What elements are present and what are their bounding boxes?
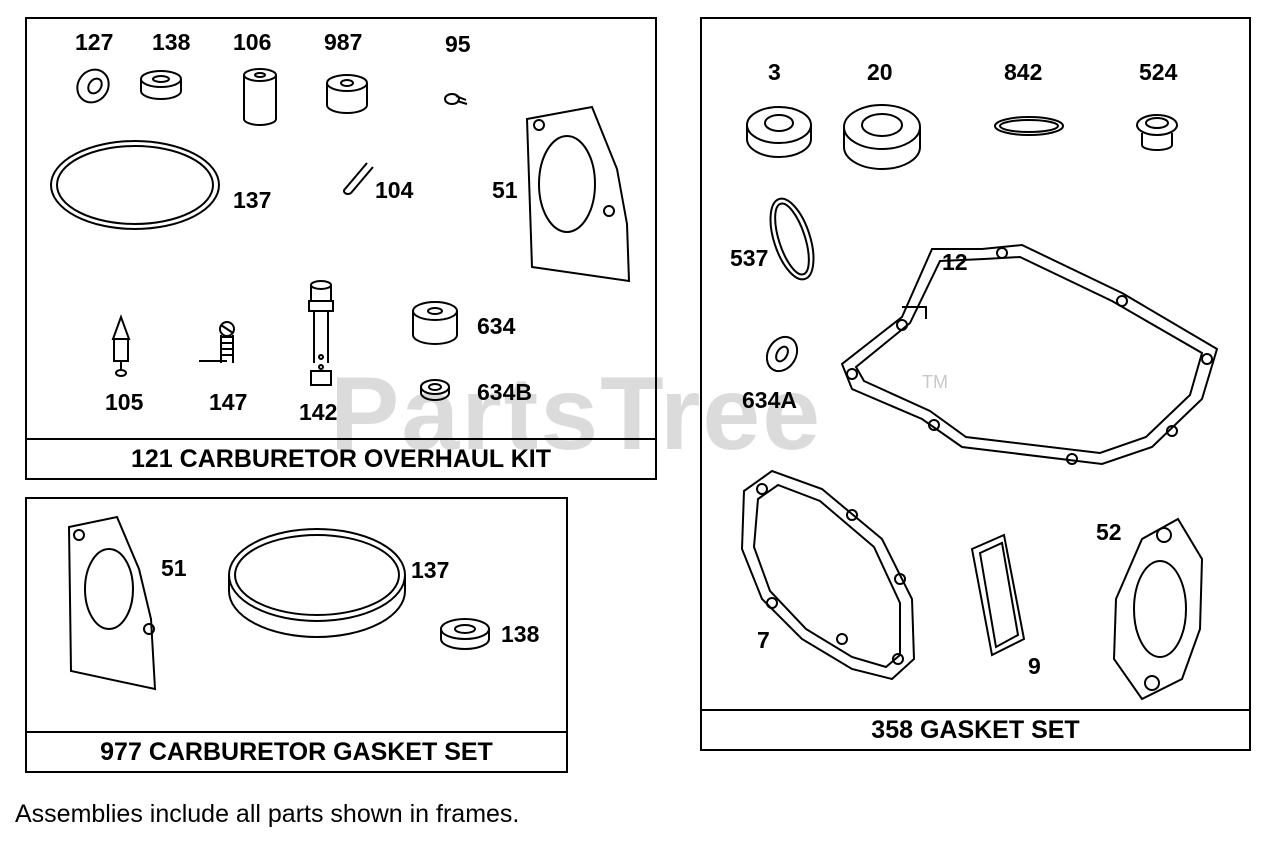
part-106-drawing — [243, 68, 277, 126]
label-537: 537 — [730, 245, 769, 271]
label-138-seal: 138 — [501, 621, 540, 647]
label-634b: 634B — [477, 379, 532, 405]
part-7-drawing — [740, 469, 916, 681]
part-137-ring-drawing — [228, 528, 406, 638]
label-12: 12 — [942, 249, 968, 275]
label-634: 634 — [477, 313, 516, 339]
carb-gasket-set-title: 977 CARBURETOR GASKET SET — [27, 731, 566, 771]
part-51-gasket-drawing — [67, 515, 157, 691]
label-95: 95 — [445, 31, 471, 57]
label-106: 106 — [233, 29, 272, 55]
part-12-drawing — [840, 243, 1219, 466]
label-137: 137 — [233, 187, 272, 213]
part-634a-drawing — [765, 335, 799, 373]
part-51-drawing — [525, 105, 631, 283]
label-142: 142 — [299, 399, 338, 425]
label-20: 20 — [867, 59, 893, 85]
gasket-set-title: 358 GASKET SET — [702, 709, 1249, 749]
label-51: 51 — [492, 177, 518, 203]
part-137-drawing — [50, 140, 220, 230]
part-147-drawing — [199, 321, 235, 363]
label-3: 3 — [768, 59, 781, 85]
gasket-set-parts-drawing — [740, 104, 1219, 701]
part-52-drawing — [1112, 517, 1204, 701]
frame-overhaul-kit: 127 138 106 987 95 137 104 51 105 147 14… — [25, 17, 657, 480]
label-105: 105 — [105, 389, 144, 415]
part-95-drawing — [444, 93, 468, 105]
trademark-mark: TM — [922, 372, 948, 392]
footnote: Assemblies include all parts shown in fr… — [15, 800, 520, 828]
overhaul-kit-parts-drawing — [50, 68, 631, 401]
part-127-drawing — [76, 68, 110, 104]
part-987-drawing — [326, 74, 368, 114]
label-842: 842 — [1004, 59, 1043, 85]
label-52: 52 — [1096, 519, 1122, 545]
label-104: 104 — [375, 177, 414, 203]
carb-gasket-set-parts-drawing — [67, 515, 490, 691]
label-634a: 634A — [742, 387, 797, 413]
part-20-drawing — [843, 104, 921, 170]
part-142-drawing — [308, 280, 334, 386]
label-127: 127 — [75, 29, 114, 55]
label-138: 138 — [152, 29, 191, 55]
label-147: 147 — [209, 389, 248, 415]
part-138-drawing — [140, 70, 182, 100]
part-104-drawing — [343, 162, 374, 195]
overhaul-kit-title: 121 CARBURETOR OVERHAUL KIT — [27, 438, 655, 478]
part-634b-drawing — [420, 379, 450, 401]
part-537-drawing — [769, 197, 815, 281]
frame-gasket-set: 3 20 842 524 537 12 634A 52 7 9 358 GASK… — [700, 17, 1251, 751]
part-524-drawing — [1136, 114, 1178, 151]
part-9-drawing — [970, 533, 1026, 657]
part-634-drawing — [412, 301, 458, 345]
part-138-seal-drawing — [440, 618, 490, 650]
label-7: 7 — [757, 627, 770, 653]
part-3-drawing — [746, 106, 812, 158]
label-137-ring: 137 — [411, 557, 450, 583]
label-524: 524 — [1139, 59, 1178, 85]
part-842-drawing — [994, 116, 1064, 136]
label-51-gasket: 51 — [161, 555, 187, 581]
part-105-drawing — [111, 314, 131, 377]
partstree-watermark: PartsTree — [330, 356, 823, 472]
label-9: 9 — [1028, 653, 1041, 679]
label-987: 987 — [324, 29, 363, 55]
frame-carb-gasket-set: 51 137 138 977 CARBURETOR GASKET SET — [25, 497, 568, 773]
